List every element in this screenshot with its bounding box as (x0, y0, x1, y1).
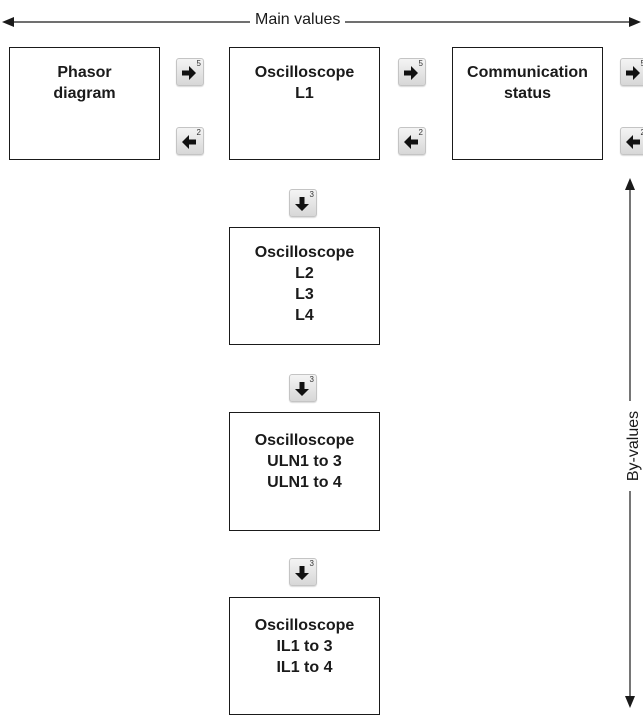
nav-left-key: 2 (398, 127, 426, 155)
box-line: Oscilloscope (254, 432, 355, 449)
nav-down-key: 3 (289, 189, 317, 217)
arrow-down-icon (295, 382, 309, 396)
key-number: 5 (196, 59, 201, 68)
oscilloscope-l2-l3-l4-box: Oscilloscope L2 L3 L4 (229, 227, 380, 345)
nav-right-key: 5 (620, 58, 643, 86)
arrow-down-icon (295, 197, 309, 211)
key-number: 5 (418, 59, 423, 68)
box-line: ULN1 to 3 (267, 453, 342, 470)
box-line: Communication (467, 64, 588, 81)
arrow-down-icon (295, 566, 309, 580)
box-line: Oscilloscope (254, 64, 355, 81)
phasor-diagram-box: Phasor diagram (9, 47, 160, 160)
nav-left-key: 2 (620, 127, 643, 155)
key-number: 2 (196, 128, 201, 137)
axis-arrowhead-left (2, 17, 14, 27)
box-line: L3 (295, 286, 314, 303)
oscilloscope-il-box: Oscilloscope IL1 to 3 IL1 to 4 (229, 597, 380, 715)
arrow-right-icon (626, 66, 640, 80)
box-line: IL1 to 4 (276, 659, 333, 676)
key-number: 3 (309, 375, 314, 384)
key-number: 3 (309, 190, 314, 199)
box-line: L4 (295, 307, 314, 324)
axis-arrowhead-right (629, 17, 641, 27)
box-line: ULN1 to 4 (267, 474, 342, 491)
nav-right-key: 5 (176, 58, 204, 86)
nav-left-key: 2 (176, 127, 204, 155)
main-values-label: Main values (250, 11, 346, 29)
nav-right-key: 5 (398, 58, 426, 86)
key-number: 2 (418, 128, 423, 137)
arrow-right-icon (404, 66, 418, 80)
box-line: Oscilloscope (254, 617, 355, 634)
nav-down-key: 3 (289, 558, 317, 586)
oscilloscope-uln-box: Oscilloscope ULN1 to 3 ULN1 to 4 (229, 412, 380, 531)
nav-down-key: 3 (289, 374, 317, 402)
communication-status-box: Communication status (452, 47, 603, 160)
box-line: Phasor (57, 64, 112, 81)
box-line: L1 (295, 85, 314, 102)
axis-arrowhead-down (625, 696, 635, 708)
key-number: 2 (640, 128, 643, 137)
arrow-right-icon (182, 66, 196, 80)
box-line: IL1 to 3 (276, 638, 333, 655)
oscilloscope-l1-box: Oscilloscope L1 (229, 47, 380, 160)
box-line: status (503, 85, 552, 102)
box-line: Oscilloscope (254, 244, 355, 261)
axis-arrowhead-up (625, 178, 635, 190)
key-number: 5 (640, 59, 643, 68)
by-values-label: By-values (625, 401, 643, 491)
arrow-left-icon (182, 135, 196, 149)
box-line: diagram (53, 85, 116, 102)
arrow-left-icon (626, 135, 640, 149)
arrow-left-icon (404, 135, 418, 149)
key-number: 3 (309, 559, 314, 568)
box-line: L2 (295, 265, 314, 282)
